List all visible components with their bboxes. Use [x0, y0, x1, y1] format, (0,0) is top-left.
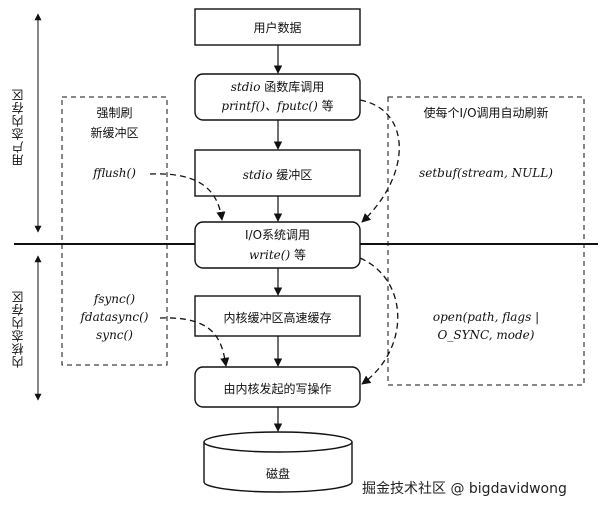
io-syscall-functions: write() 等: [195, 246, 360, 263]
right-autoflush-panel: [387, 96, 585, 386]
stdio-library-label: stdio 函数库调用: [195, 78, 360, 95]
fdatasync-label: fdatasync(): [80, 310, 149, 324]
fsync-label: fsync(): [93, 292, 136, 306]
user-data-label: 用户数据: [253, 21, 302, 35]
stdio-buffer-label: stdio 缓冲区: [195, 166, 360, 183]
watermark: 掘金技术社区 @ bigdavidwong: [362, 481, 567, 497]
stdio-library-label-code: stdio: [230, 80, 261, 94]
left-flush-panel: [61, 96, 168, 366]
stdio-buffer-label-text: 缓冲区: [272, 168, 313, 182]
open-label-1: open(path, flags |: [432, 310, 540, 324]
disk-cylinder-top: [203, 431, 353, 453]
disk-cylinder: [203, 442, 353, 493]
kernel-space-label: 内核态内存区: [11, 290, 25, 368]
stdio-library-functions: printf()、fputc() 等: [195, 97, 360, 114]
fflush-label: fflush(): [93, 166, 136, 180]
force-flush-title-1: 强制刷: [96, 106, 133, 120]
open-label-2: O_SYNC, mode): [437, 328, 535, 342]
user-data-box: [194, 8, 361, 46]
io-syscall-functions-code: write(): [249, 248, 291, 262]
dashed-arrow-fsync: [159, 317, 230, 367]
io-syscall-label: I/O系统调用: [244, 228, 311, 242]
kernel-cache-label: 内核缓冲区高速缓存: [223, 311, 332, 325]
dashed-arrow-fflush: [149, 173, 226, 221]
auto-flush-title: 使每个I/O调用自动刷新: [423, 106, 549, 120]
kernel-write-label: 由内核发起的写操作: [223, 382, 332, 396]
user-space-label: 用户态内存区: [11, 88, 25, 166]
kernel-cache-box: [194, 295, 361, 337]
stdio-buffer-box: [194, 149, 361, 197]
io-syscall-functions-text: 等: [290, 248, 306, 262]
sync-label: sync(): [96, 328, 133, 342]
stdio-library-label-text: 函数库调用: [260, 80, 325, 94]
stdio-library-functions-code: printf()、fputc(): [221, 99, 318, 113]
disk-label: 磁盘: [265, 467, 290, 481]
stdio-buffer-label-code: stdio: [242, 168, 273, 182]
stdio-library-functions-text: 等: [317, 99, 334, 113]
dashed-arrow-syscall-osync: [359, 257, 399, 385]
force-flush-title-2: 新缓冲区: [90, 126, 139, 140]
setbuf-label: setbuf(stream, NULL): [419, 166, 553, 180]
